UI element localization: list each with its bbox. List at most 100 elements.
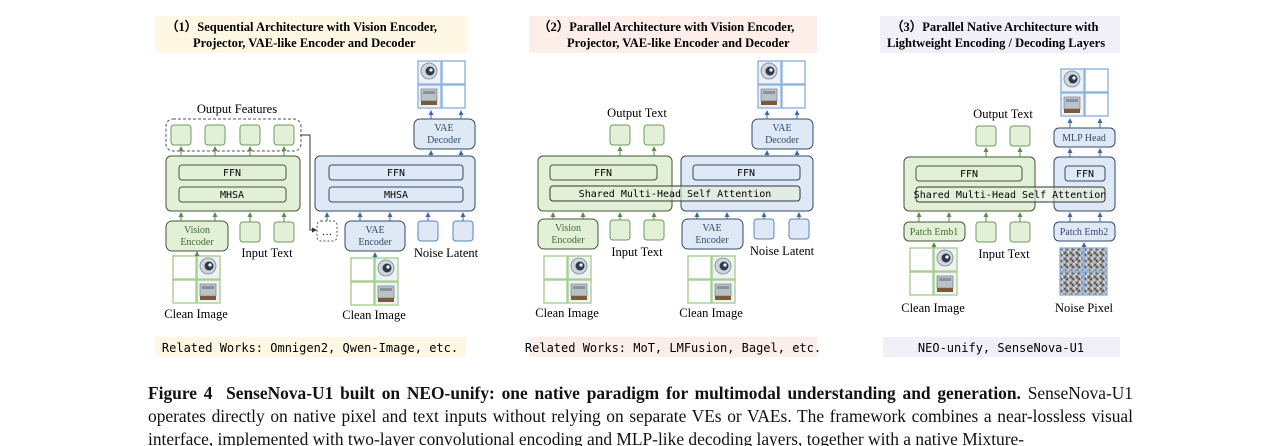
clean-image-label: Clean Image [679,306,743,320]
noise-latent-label: Noise Latent [750,244,815,258]
clean-image-label: Clean Image [535,306,599,320]
panel-3-title-line2: Lightweight Encoding / Decoding Layers [887,36,1105,50]
generated-image-thumbnail [757,60,806,109]
output-text-token [1009,125,1031,147]
vision-encoder-label-1: Vision [555,223,581,234]
output-feature-token [170,124,192,146]
clean-image-thumbnail [543,255,592,304]
shared-attention-box [915,186,1106,203]
expert-block-generation [680,155,814,212]
mhsa-label: MHSA [384,190,408,201]
input-text-token [643,219,665,241]
output-text-label: Output Text [607,106,667,120]
output-feature-token [204,124,226,146]
ffn-box [915,165,1023,182]
output-feature-token [239,124,261,146]
generated-image-thumbnail [1060,68,1109,117]
panel-2-title-bg [529,16,817,53]
mhsa-box [328,186,464,203]
shared-attention-label: Shared Multi-Head Self Attention [914,190,1107,201]
figure-caption: Figure 4 SenseNova-U1 built on NEO-unify… [148,382,1133,446]
panel-2-related-works: Related Works: MoT, LMFusion, Bagel, etc… [525,341,821,355]
panel-3-title-line1: （3）Parallel Native Architecture with [891,19,1099,34]
vae-encoder-label-1: VAE [702,223,721,234]
noise-latent-label: Noise Latent [414,246,479,260]
vision-encoder-label-2: Encoder [551,235,585,246]
input-text-token [609,219,631,241]
output-text-token [643,124,665,146]
transformer-block-generation [314,155,476,212]
panel-3: （3）Parallel Native Architecture with Lig… [880,16,1120,357]
ffn-box [1064,165,1106,182]
ffn-box [328,164,464,181]
panel-3-related-works: NEO-unify, SenseNova-U1 [918,341,1084,355]
mhsa-label: MHSA [220,190,244,201]
panel-3-title-bg [880,16,1120,53]
ffn-label: FFN [594,168,612,179]
vae-decoder-label-2: Decoder [765,135,800,146]
panel-1-related-bg [155,337,466,357]
diagram-svg: （1）Sequential Architecture with Vision E… [155,16,1120,357]
vae-decoder-label-1: VAE [772,123,791,134]
vae-decoder-box [413,118,476,150]
vae-decoder-label-1: VAE [434,123,453,134]
mlp-head-box [1053,127,1116,148]
clean-image-label: Clean Image [901,301,965,315]
vae-encoder-label-2: Encoder [695,235,729,246]
shared-attention-label: Shared Multi-Head Self Attention [579,189,772,200]
shared-attention-box [549,185,801,202]
input-text-label: Input Text [241,246,293,260]
ffn-box [178,164,287,181]
input-text-token [1009,221,1031,243]
vision-encoder-label-1: Vision [184,225,210,236]
input-text-token [975,221,997,243]
vae-encoder-box [344,220,406,252]
noise-latent-token [452,220,474,242]
vision-encoder-label-2: Encoder [180,237,214,248]
vae-decoder-box [751,118,814,150]
panel-1: （1）Sequential Architecture with Vision E… [155,16,479,357]
mhsa-box [178,186,287,203]
caption-body: SenseNova-U1 operates directly on native… [148,383,1133,446]
ffn-label: FFN [737,168,755,179]
expert-block-generation [1053,156,1116,212]
vae-encoder-box [681,218,744,250]
clean-image-thumbnail [172,255,221,304]
patch-emb2-label: Patch Emb2 [1060,227,1109,238]
clean-image-label: Clean Image [164,307,228,321]
panel-2: （2）Parallel Architecture with Vision Enc… [525,16,821,357]
input-text-token [273,221,295,243]
panel-2-title-line1: （2）Parallel Architecture with Vision Enc… [538,19,794,34]
panel-1-title-line1: （1）Sequential Architecture with Vision E… [166,19,437,34]
clean-image-thumbnail [350,257,399,306]
ffn-label: FFN [387,168,405,179]
panel-1-title-bg [155,16,467,53]
output-text-token [975,125,997,147]
panel-1-title-line2: Projector, VAE-like Encoder and Decoder [193,36,416,50]
expert-block-understanding [903,156,1036,212]
vae-encoder-label-1: VAE [365,225,384,236]
panel-2-title-line2: Projector, VAE-like Encoder and Decoder [567,36,790,50]
output-text-token [609,124,631,146]
noise-latent-token [417,220,439,242]
output-feature-token [273,124,295,146]
clean-image-thumbnail [687,255,736,304]
architecture-diagram: （1）Sequential Architecture with Vision E… [155,16,1120,357]
input-text-token [239,221,261,243]
panel-3-related-bg [883,337,1120,357]
vision-encoder-box [537,218,599,250]
panel-2-related-bg [529,337,817,357]
patch-emb1-box [903,221,966,242]
clean-image-label: Clean Image [342,308,406,322]
mlp-head-label: MLP Head [1062,133,1106,144]
clean-image-thumbnail [909,247,958,296]
transformer-block-understanding [165,155,301,212]
ffn-label: FFN [223,168,241,179]
ffn-label: FFN [960,169,978,180]
vae-encoder-label-2: Encoder [358,237,392,248]
output-features-label: Output Features [197,102,277,116]
ellipsis-label: … [322,227,332,238]
caption-figure-label: Figure 4 [148,383,213,403]
noise-pixel-thumbnail [1059,247,1108,296]
generated-image-thumbnail [417,60,466,109]
